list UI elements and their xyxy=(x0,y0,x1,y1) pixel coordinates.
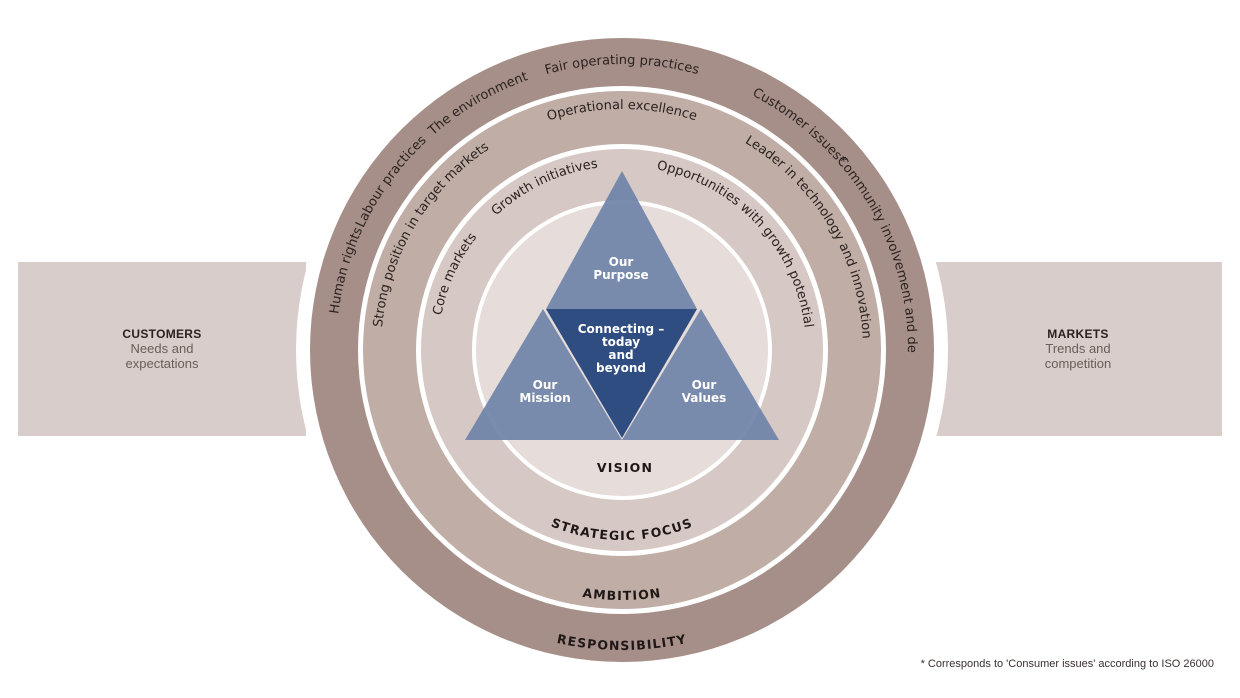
customers-panel: CUSTOMERS Needs and expectations xyxy=(18,262,306,436)
vision-title: VISION xyxy=(597,460,653,475)
center-label-line-1: Connecting – xyxy=(578,322,665,336)
markets-panel: MARKETS Trends and competition xyxy=(934,262,1222,436)
customers-title: CUSTOMERS xyxy=(122,327,202,341)
center-label-line-2: today xyxy=(602,335,640,349)
values-triangle xyxy=(622,309,779,440)
customers-line-1: Needs and xyxy=(130,341,194,356)
markets-line-1: Trends and xyxy=(1045,341,1111,356)
ambition-title: AMBITION xyxy=(582,585,663,603)
purpose-label-line-2: Purpose xyxy=(593,268,648,282)
center-label-line-4: beyond xyxy=(596,361,646,375)
mission-label-line-2: Mission xyxy=(519,391,570,405)
markets-line-2: competition xyxy=(1044,356,1112,371)
values-label-line-1: Our xyxy=(692,378,717,392)
center-label-line-3: and xyxy=(608,348,633,362)
customers-line-2: expectations xyxy=(125,356,199,371)
mission-triangle xyxy=(465,309,622,440)
purpose-label-line-1: Our xyxy=(609,255,634,269)
mission-label-line-1: Our xyxy=(533,378,558,392)
purpose-triangle xyxy=(546,171,697,309)
center-triangle xyxy=(546,309,697,438)
footnote: * Corresponds to 'Consumer issues' accor… xyxy=(920,658,1214,670)
values-label-line-2: Values xyxy=(682,391,727,405)
markets-title: MARKETS xyxy=(1047,327,1109,341)
responsibility-title: RESPONSIBILITY xyxy=(556,631,688,653)
